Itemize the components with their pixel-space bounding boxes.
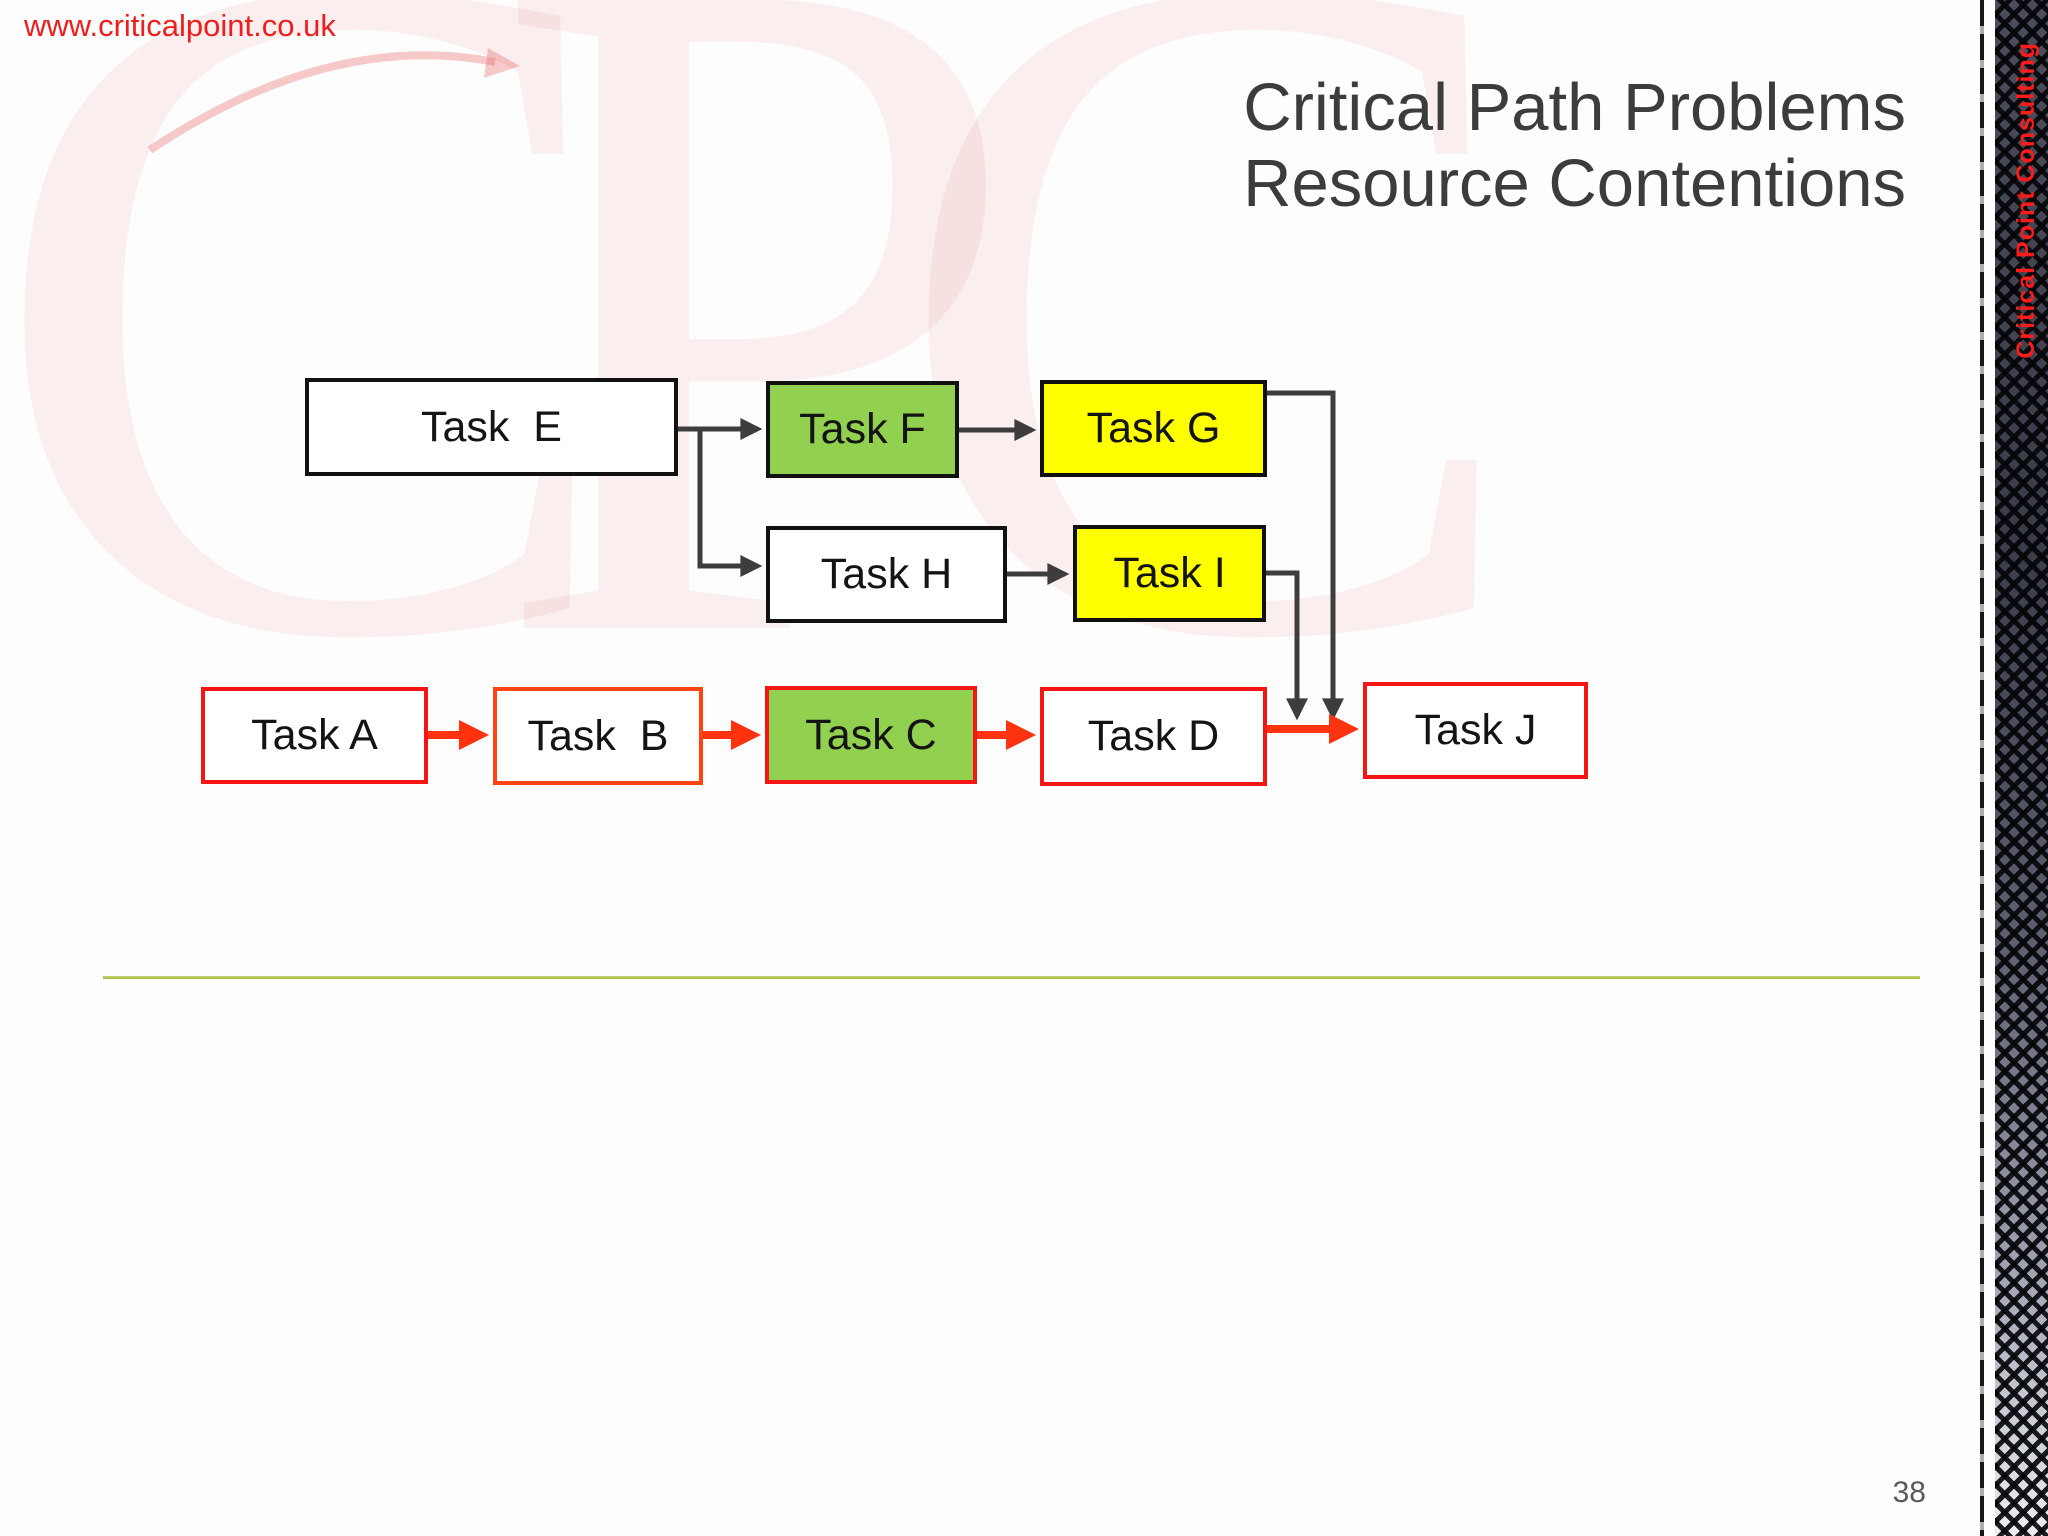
task-node-A: Task A (201, 687, 428, 784)
task-node-H: Task H (766, 526, 1007, 623)
page-number: 38 (1892, 1476, 1926, 1509)
task-node-F: Task F (766, 381, 959, 478)
brand-vertical-text: Critical Point Consulting (2012, 42, 2040, 359)
carbon-brand-strip (1995, 0, 2048, 1536)
task-node-J: Task J (1363, 682, 1588, 779)
edge-E-to-H (697, 429, 763, 577)
divider-line (103, 976, 1920, 979)
swoosh-arrow-icon (147, 48, 520, 154)
edge-G-to-J (1265, 390, 1344, 721)
task-node-I: Task I (1073, 525, 1266, 622)
slide-title: Critical Path Problems Resource Contenti… (1243, 70, 1906, 221)
slide-title-line2: Resource Contentions (1243, 145, 1906, 221)
website-url: www.criticalpoint.co.uk (24, 8, 336, 43)
strip-edge-line (1980, 0, 1984, 1536)
edge-I-to-J (1264, 570, 1308, 721)
task-node-B: Task B (493, 687, 703, 785)
task-node-E: Task E (305, 378, 678, 476)
task-node-D: Task D (1040, 687, 1267, 786)
task-node-G: Task G (1040, 380, 1267, 477)
slide-title-line1: Critical Path Problems (1243, 70, 1906, 145)
task-node-C: Task C (765, 686, 977, 784)
